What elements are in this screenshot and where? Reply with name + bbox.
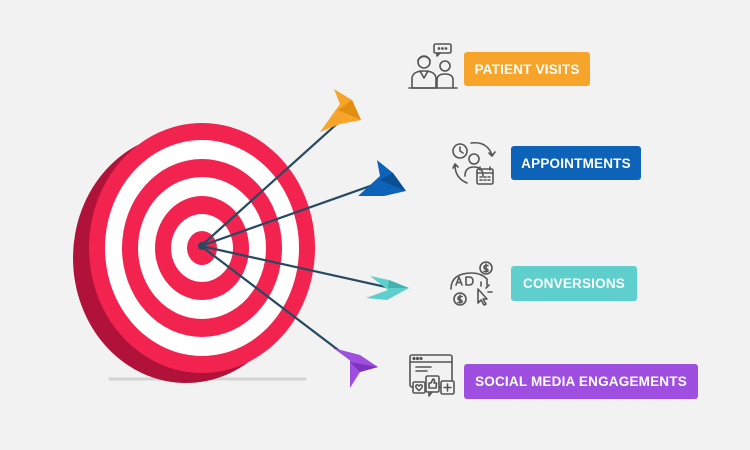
dartboard [73,123,315,383]
arrow-conversions [200,244,409,300]
label-conversions: CONVERSIONS [511,266,637,301]
label-appointments: APPOINTMENTS [511,146,641,180]
ad-conversion-icon [448,259,498,309]
social-engagement-icon [407,352,459,402]
appointment-schedule-icon [449,138,499,188]
arrow-fletching-purple [333,348,378,388]
arrow-social-media [200,245,378,388]
arrow-appointments [200,160,406,248]
label-patient-visits: PATIENT VISITS [464,52,590,86]
arrow-fletching-teal [366,276,409,300]
arrows [198,89,409,388]
arrow-fletching-blue [358,160,406,196]
arrow-patient-visits [200,89,361,247]
doctor-patient-icon [407,42,459,92]
label-social-media-engagements: SOCIAL MEDIA ENGAGEMENTS [464,364,698,399]
